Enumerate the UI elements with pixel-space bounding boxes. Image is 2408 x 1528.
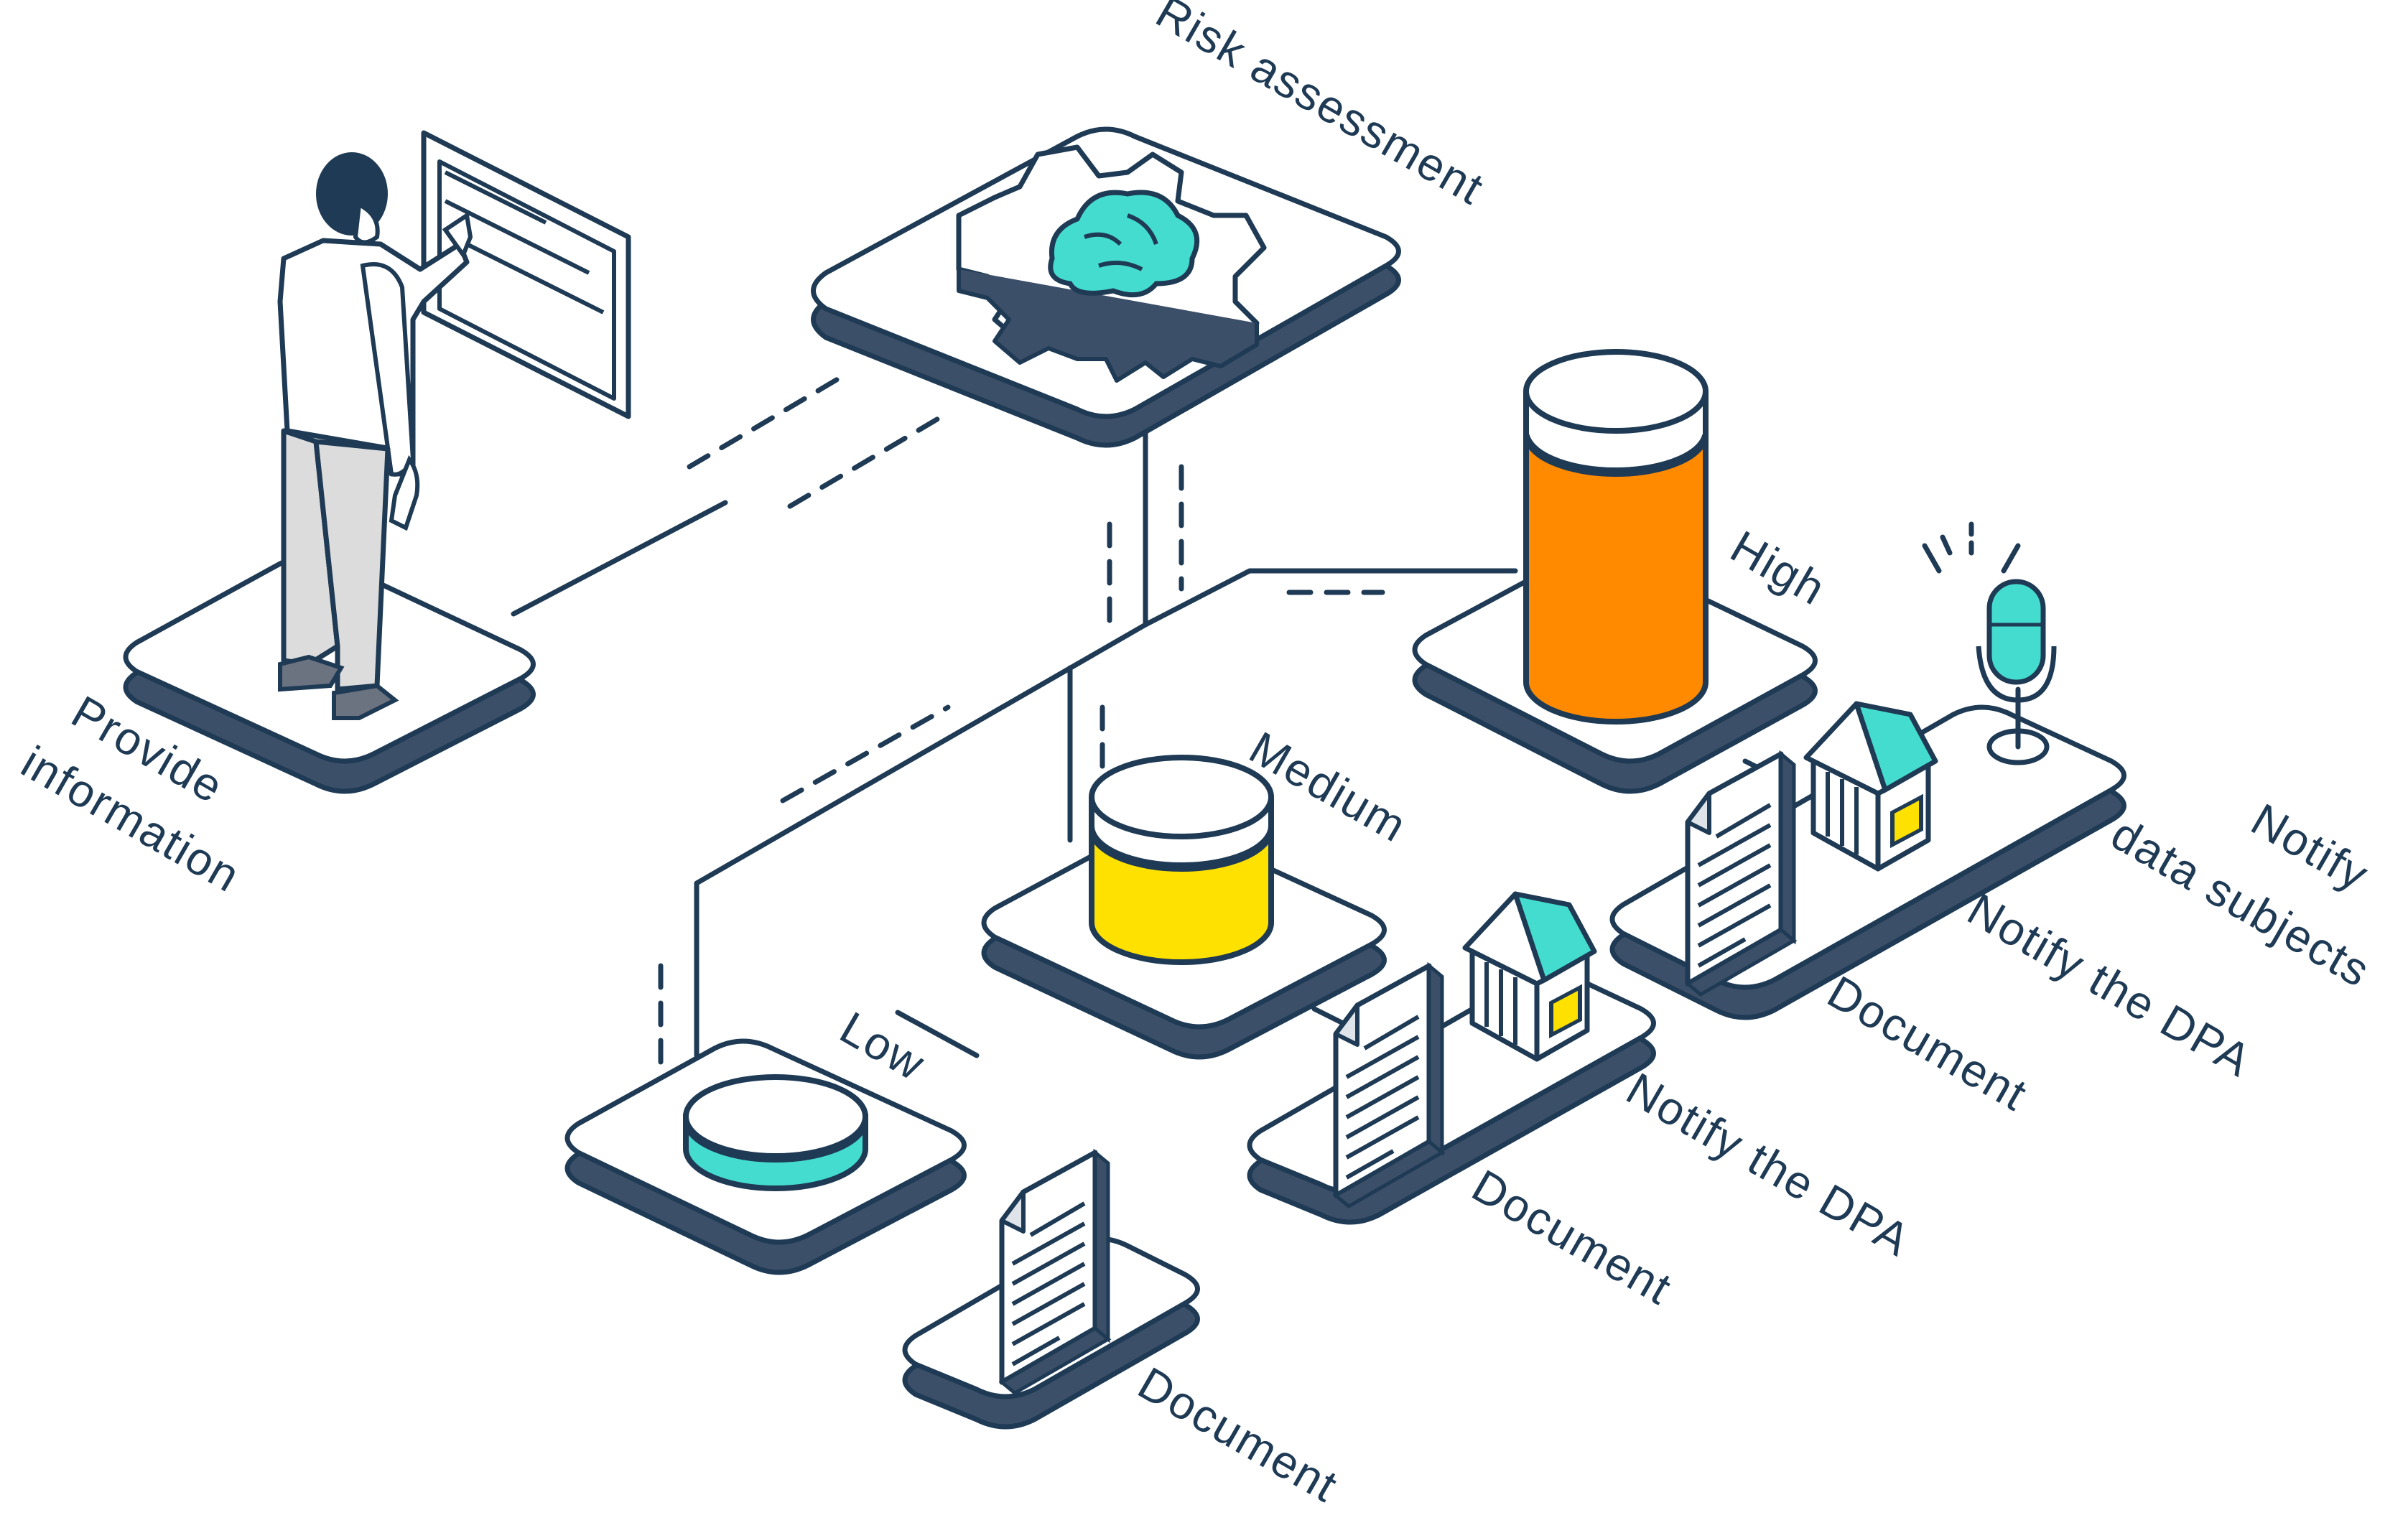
high-label: High <box>1722 521 1835 615</box>
medium-level-cylinder <box>1089 755 1274 965</box>
screen-panel-icon <box>421 130 631 419</box>
low-label: Low <box>832 1002 934 1091</box>
low-document-label: Document <box>1130 1357 1347 1512</box>
high-document-label: Document <box>1819 966 2036 1121</box>
person-user-icon <box>277 152 473 720</box>
medium-notify-dpa-label: Notify the DPA <box>1618 1063 1920 1267</box>
gear-brain-icon <box>956 144 1267 383</box>
connector-lines <box>511 371 1777 1066</box>
medium-actions-platform <box>1247 970 1656 1225</box>
provide-information-platform <box>123 554 536 794</box>
high-level-cylinder <box>1523 349 1709 725</box>
medium-document-label: Document <box>1464 1160 1681 1315</box>
microphone-icon <box>1922 521 2057 765</box>
low-level-cylinder <box>683 1074 868 1191</box>
risk-assessment-platform <box>811 126 1401 448</box>
